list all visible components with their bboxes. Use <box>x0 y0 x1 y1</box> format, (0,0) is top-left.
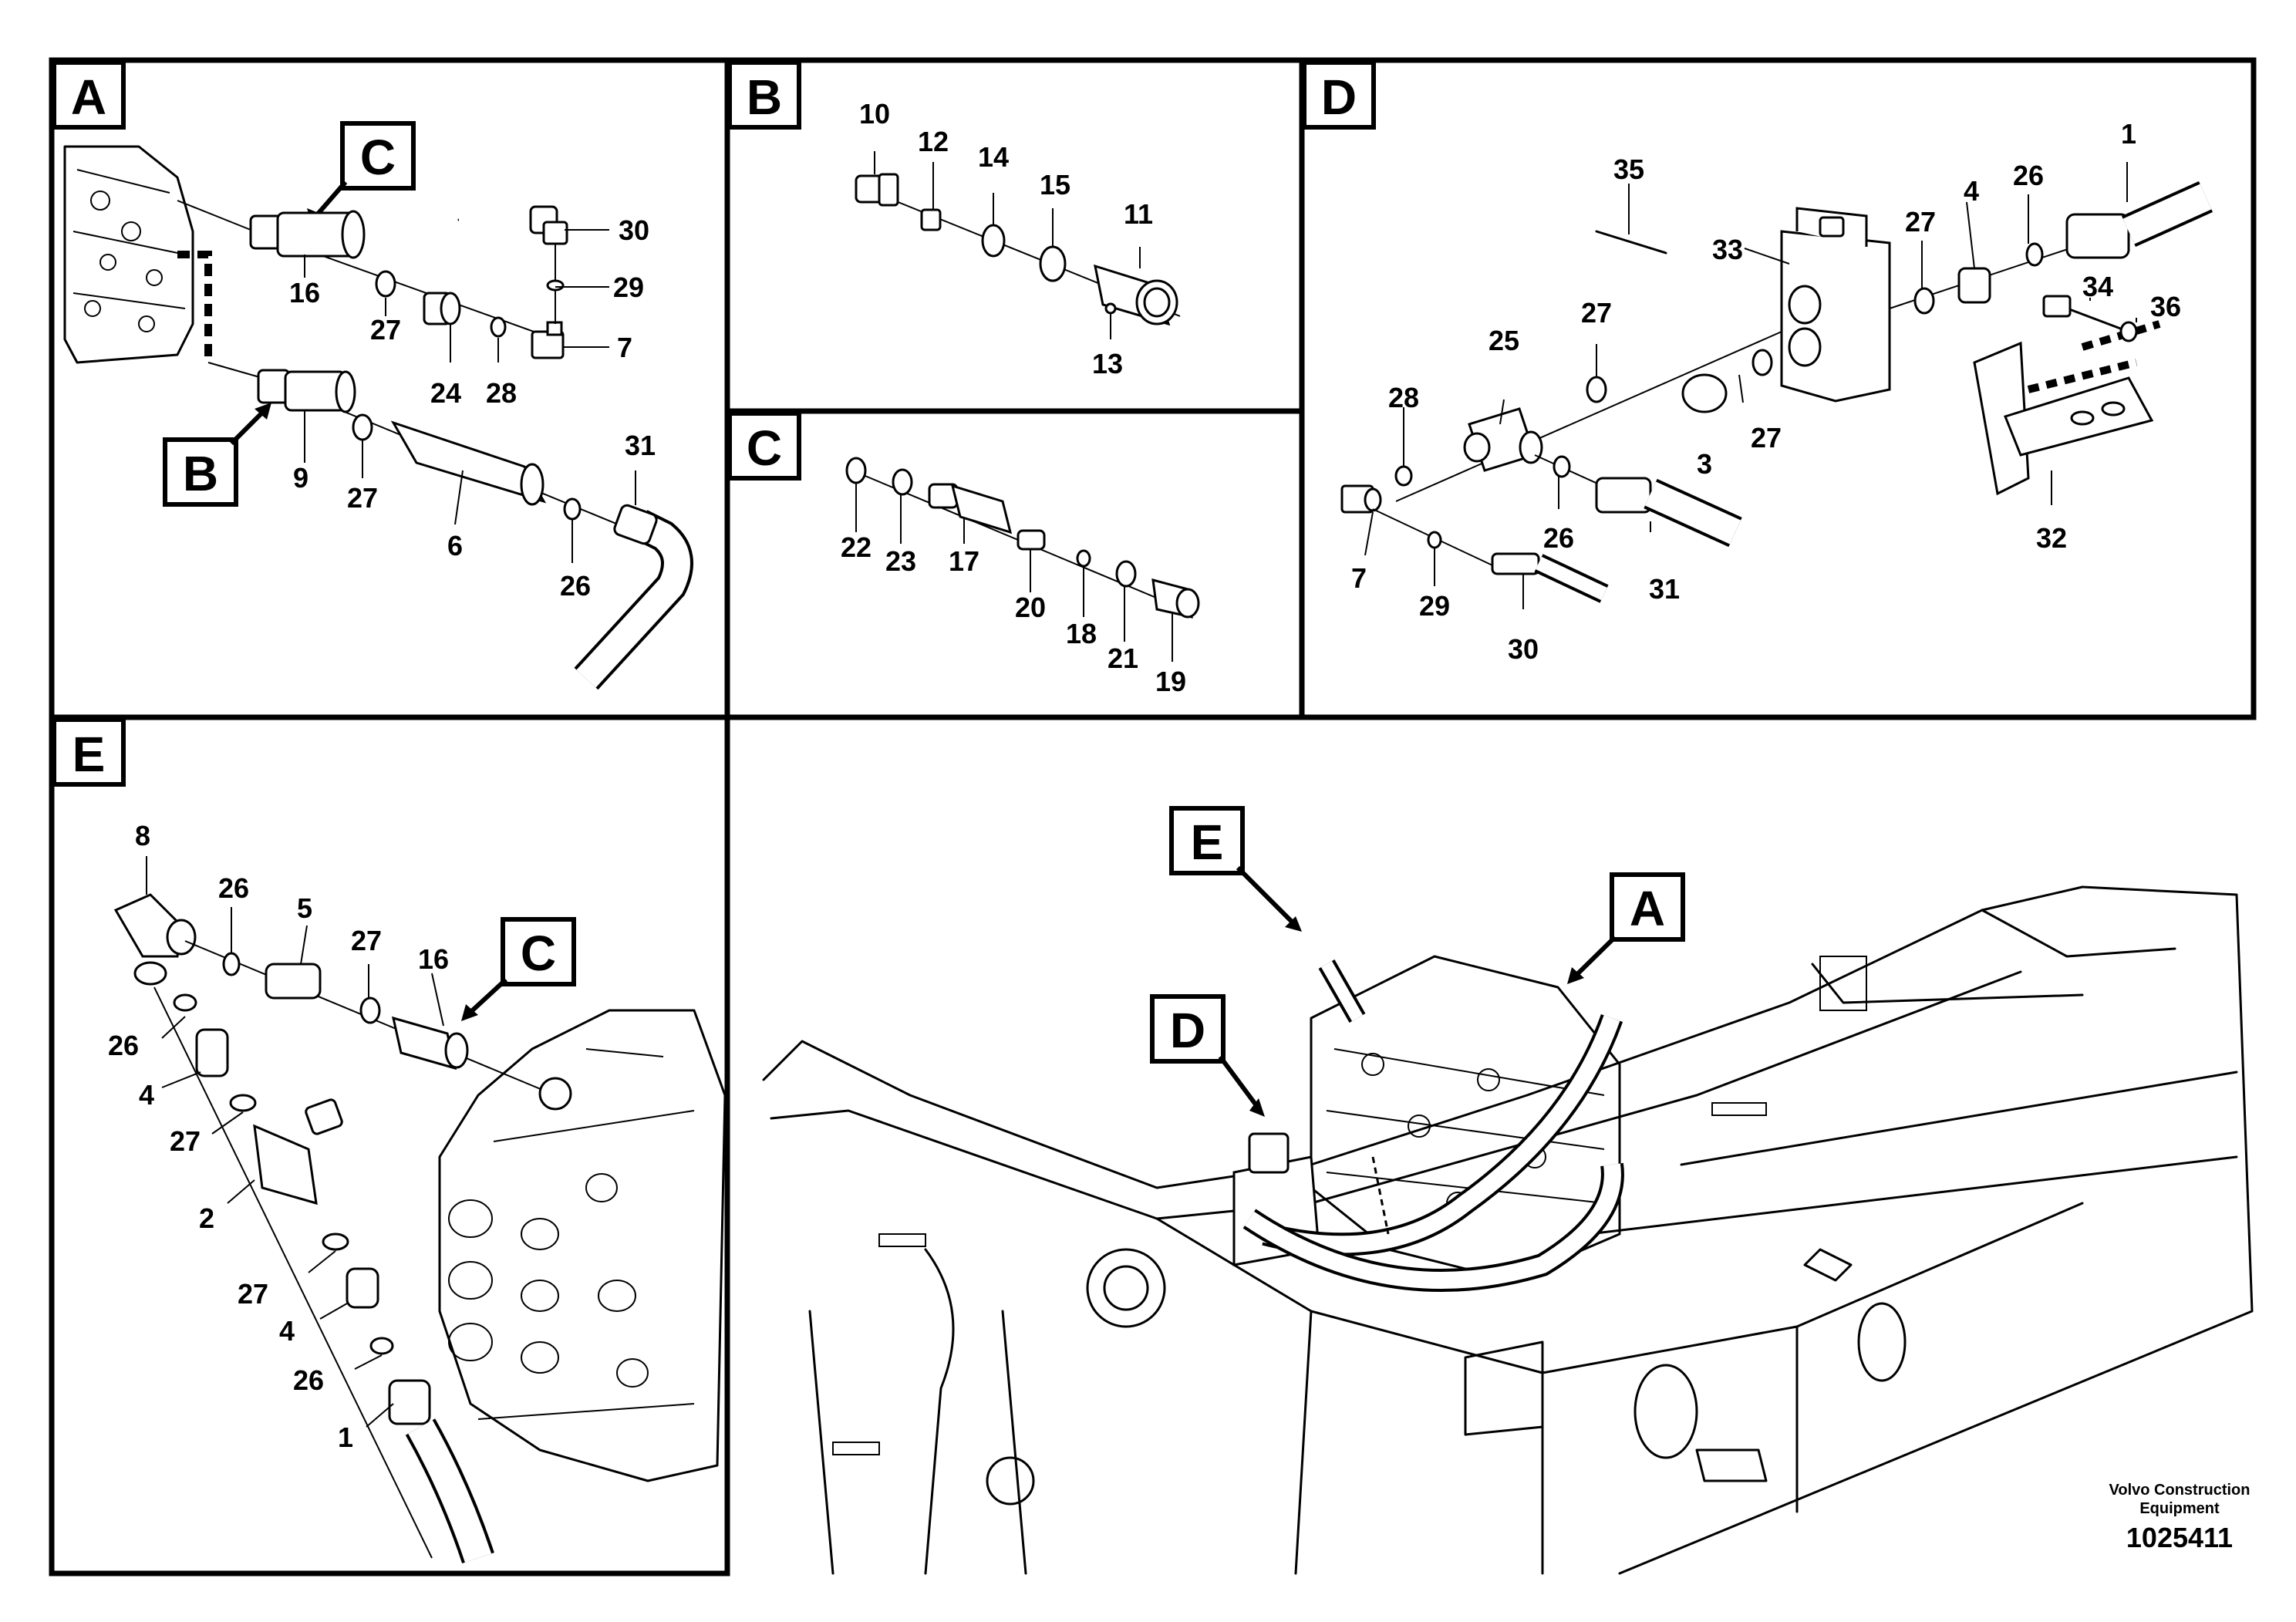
credit-block: Volvo Construction Equipment 1025411 <box>2109 1482 2250 1553</box>
valve-block-a <box>63 145 194 364</box>
part-label: 8 <box>135 820 150 851</box>
part-label: 17 <box>949 545 979 577</box>
part-label: 30 <box>619 214 649 246</box>
part-label: 4 <box>139 1079 154 1111</box>
panel-d: D <box>1302 60 2213 665</box>
part-label: 31 <box>625 430 656 461</box>
part-label: 11 <box>1124 198 1153 230</box>
part-label: 26 <box>293 1364 324 1396</box>
part-label: 9 <box>293 462 308 494</box>
part-label: 26 <box>2013 160 2044 191</box>
part-label: 26 <box>560 570 591 602</box>
part-label: 22 <box>841 531 872 563</box>
panel-a: A C B <box>52 60 693 690</box>
credit-line-1: Volvo Construction <box>2109 1482 2250 1499</box>
part-label: 23 <box>885 545 916 577</box>
panel-b-part-labels: 10 12 14 15 11 13 <box>859 98 1153 379</box>
part-label: 27 <box>238 1278 268 1310</box>
part-label: 7 <box>1351 562 1367 594</box>
part-label: 26 <box>108 1030 139 1061</box>
part-label: 27 <box>1581 297 1612 329</box>
part-label: 27 <box>370 314 401 346</box>
panel-b: B 10 12 14 15 11 13 <box>727 60 1181 379</box>
part-label: 27 <box>170 1125 201 1157</box>
overview-callout-d: D <box>1170 1003 1205 1058</box>
part-label: 16 <box>418 943 449 975</box>
part-label: 27 <box>1751 422 1782 454</box>
part-label: 14 <box>978 141 1009 173</box>
part-label: 28 <box>1388 382 1419 413</box>
part-label: 24 <box>430 377 461 409</box>
panel-e-label: E <box>72 727 106 782</box>
part-label: 30 <box>1508 633 1539 665</box>
part-label: 10 <box>859 98 890 130</box>
part-label: 15 <box>1040 169 1070 201</box>
part-label: 32 <box>2036 522 2067 554</box>
valve-block-e <box>438 1009 727 1482</box>
part-label: 7 <box>617 332 632 363</box>
panel-d-part-labels: 1 35 33 27 4 26 34 36 25 27 28 3 27 26 3… <box>1351 118 2181 665</box>
panel-a-callout-c: C <box>360 130 396 185</box>
part-label: 20 <box>1015 592 1046 623</box>
part-label: 25 <box>1489 325 1519 356</box>
part-label: 26 <box>218 872 249 904</box>
document-number: 1025411 <box>2126 1522 2233 1553</box>
part-label: 4 <box>1964 175 1979 207</box>
part-label: 5 <box>297 892 312 924</box>
part-label: 18 <box>1066 618 1097 649</box>
panel-e-callout-c: C <box>521 926 556 981</box>
overview-callout-e: E <box>1191 814 1224 870</box>
panel-a-label: A <box>71 69 106 125</box>
panel-c-label: C <box>747 420 782 476</box>
part-label: 13 <box>1092 348 1123 379</box>
part-label: 27 <box>351 925 382 956</box>
panel-frames <box>49 57 2257 1576</box>
part-label: 35 <box>1613 153 1644 185</box>
panel-e-part-labels: 8 26 5 27 16 26 4 27 2 27 4 26 1 <box>108 820 449 1453</box>
panel-d-label: D <box>1321 69 1357 125</box>
panel-c: C 22 23 17 20 18 21 19 <box>727 411 1200 697</box>
part-label: 2 <box>199 1202 214 1234</box>
panel-a-callout-b: B <box>183 446 218 501</box>
part-label: 27 <box>1905 206 1936 238</box>
panel-b-label: B <box>747 69 782 125</box>
part-label: 16 <box>289 277 320 309</box>
part-label: 21 <box>1108 642 1138 674</box>
part-label: 28 <box>486 377 517 409</box>
part-label: 4 <box>279 1315 295 1347</box>
part-label: 1 <box>2121 118 2136 150</box>
overview-callout-a: A <box>1630 881 1665 936</box>
panel-c-part-labels: 22 23 17 20 18 21 19 <box>841 483 1186 697</box>
part-label: 19 <box>1155 666 1186 697</box>
part-label: 31 <box>1649 573 1680 605</box>
part-label: 12 <box>918 126 949 157</box>
part-label: 6 <box>447 530 463 561</box>
part-label: 33 <box>1712 234 1743 265</box>
part-label: 29 <box>613 271 644 303</box>
part-label: 27 <box>347 482 378 514</box>
panel-e: E C <box>52 717 727 1563</box>
part-label: 34 <box>2082 271 2113 302</box>
part-label: 3 <box>1697 448 1712 480</box>
part-label: 26 <box>1543 522 1574 554</box>
overview-drawing: E A D <box>762 806 2254 1575</box>
part-label: 1 <box>338 1421 353 1453</box>
part-label: 29 <box>1419 590 1450 622</box>
credit-line-2: Equipment <box>2139 1500 2220 1517</box>
panel-a-part-labels: 30 29 7 16 27 24 28 9 27 6 26 31 <box>289 214 656 602</box>
part-label: 36 <box>2150 291 2181 322</box>
